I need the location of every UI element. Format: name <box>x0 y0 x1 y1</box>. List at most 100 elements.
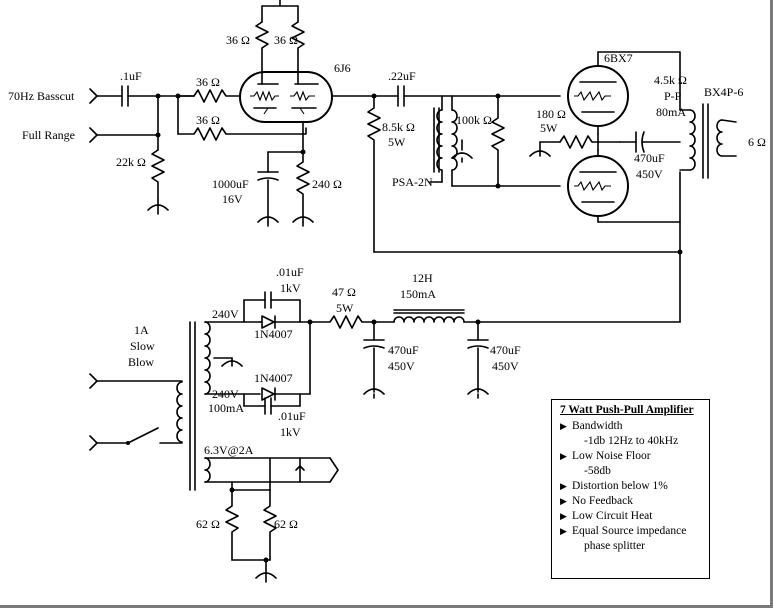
spec-item-detail: -1db 12Hz to 40kHz <box>584 435 679 447</box>
input-jack-full <box>89 127 159 143</box>
ground-symbol <box>363 388 385 399</box>
label-r-k: 240 Ω <box>312 177 342 191</box>
label-z-pp: 4.5k Ω <box>654 73 687 87</box>
resistor-grid-1 <box>177 89 249 103</box>
resistor-100k <box>491 95 505 187</box>
capacitor-001uf-2 <box>243 393 301 415</box>
specifications-box: 7 Watt Push-Pull Amplifier ▶ Bandwidth -1d… <box>551 399 710 579</box>
label-fullrange: Full Range <box>22 128 75 142</box>
label-i100: 100mA <box>208 401 244 415</box>
spec-item: ▶ Bandwidth <box>560 419 705 434</box>
label-choke-i: 150mA <box>400 287 436 301</box>
resistor-plate-1 <box>255 21 269 85</box>
label-v240a: 240V <box>212 307 239 321</box>
capacitor-470uf-b <box>363 321 385 393</box>
fuse-1a <box>126 427 183 445</box>
resistor-62-a <box>225 489 239 561</box>
resistor-180 <box>539 135 599 149</box>
resistor-22k <box>151 149 165 201</box>
junction-dot <box>677 249 683 255</box>
capacitor-1000uf <box>257 151 279 223</box>
spec-item-text: Equal Source impedance <box>572 525 687 537</box>
specifications-title: 7 Watt Push-Pull Amplifier <box>560 404 694 416</box>
bullet-icon: ▶ <box>560 481 567 491</box>
label-r-85a: 8.5k Ω <box>382 120 415 134</box>
label-choke: 12H <box>412 271 433 285</box>
diode-1n4007-2 <box>261 387 311 401</box>
label-r-100k: 100k Ω <box>456 113 492 127</box>
transformer-psa-2n <box>429 95 463 187</box>
label-r-85b: 5W <box>388 135 406 149</box>
bullet-icon: ▶ <box>560 421 567 431</box>
label-fuse3: Blow <box>128 355 154 369</box>
spec-item-text: Distortion below 1% <box>572 480 668 492</box>
spec-item: ▶ No Feedback <box>560 494 705 509</box>
spec-item: ▶ Low Noise Floor <box>560 449 705 464</box>
label-xfmr1: PSA-2N <box>392 175 433 189</box>
label-cap-01b: .01uF <box>278 409 306 423</box>
tube-6bx7-top <box>567 51 629 127</box>
resistor-plate-2 <box>291 21 305 85</box>
label-cap-470c-v: 450V <box>492 359 519 373</box>
resistor-8-5k <box>367 95 381 253</box>
tube-6bx7-bottom <box>567 155 629 223</box>
label-v240b: 240V <box>212 387 239 401</box>
spec-item-text: Bandwidth <box>572 420 623 432</box>
label-spk: 6 Ω <box>748 135 766 149</box>
capacitor-470uf-c <box>467 321 489 393</box>
capacitor-470uf-a <box>619 131 681 153</box>
label-filament: 6.3V@2A <box>204 443 254 457</box>
label-d1: 1N4007 <box>254 327 293 341</box>
input-jack-bass <box>89 88 123 104</box>
label-cap-in: .1uF <box>120 69 142 83</box>
spec-item-text: No Feedback <box>572 495 633 507</box>
label-r-47w: 5W <box>336 301 354 315</box>
ground-symbol <box>221 357 243 367</box>
label-cap-470a-v: 450V <box>636 167 663 181</box>
label-i-80: 80mA <box>656 105 686 119</box>
ground-symbol <box>257 216 279 227</box>
output-transformer <box>679 103 737 179</box>
label-cap-k-v: 16V <box>222 192 243 206</box>
bullet-icon: ▶ <box>560 526 567 536</box>
label-cap-01a: .01uF <box>276 265 304 279</box>
specifications-list: ▶ Bandwidth -1db 12Hz to 40kHz ▶ Low Noise F… <box>560 419 705 554</box>
label-d2: 1N4007 <box>254 371 293 385</box>
resistor-62-b <box>263 489 277 561</box>
ground-symbol <box>255 559 277 583</box>
label-r-in1: 36 Ω <box>196 75 220 89</box>
spec-item-detail: -58db <box>584 465 611 477</box>
label-basscut: 70Hz Basscut <box>8 89 75 103</box>
bullet-icon: ▶ <box>560 511 567 521</box>
label-r-62b: 62 Ω <box>274 517 298 531</box>
label-cap-c: .22uF <box>388 69 416 83</box>
label-cap-01a-v: 1kV <box>280 281 301 295</box>
spec-item-text: Low Circuit Heat <box>572 510 653 522</box>
bullet-icon: ▶ <box>560 451 567 461</box>
ground-symbol <box>529 141 551 157</box>
label-r-47: 47 Ω <box>332 285 356 299</box>
diode-1n4007-1 <box>259 315 311 329</box>
power-transformer <box>176 321 211 491</box>
capacitor-001uf-1 <box>243 291 301 323</box>
ground-symbol <box>292 216 314 227</box>
bullet-icon: ▶ <box>560 496 567 506</box>
ground-symbol <box>147 199 169 215</box>
label-fuse2: Slow <box>130 339 155 353</box>
junction-dot <box>155 132 161 138</box>
capacitor-022uf <box>397 85 561 107</box>
resistor-grid-2 <box>177 95 307 141</box>
label-cap-470b-v: 450V <box>388 359 415 373</box>
resistor-240 <box>296 151 310 223</box>
spec-item-text: Low Noise Floor <box>572 450 651 462</box>
label-cap-470c: 470uF <box>490 343 521 357</box>
spec-item-detail: phase splitter <box>584 540 645 552</box>
ground-symbol <box>467 388 489 399</box>
label-fuse1: 1A <box>134 323 149 337</box>
label-tube2: 6BX7 <box>604 51 633 65</box>
label-r-in2: 36 Ω <box>196 113 220 127</box>
label-cap-k: 1000uF <box>212 177 249 191</box>
label-r-pl1: 36 Ω <box>226 33 250 47</box>
